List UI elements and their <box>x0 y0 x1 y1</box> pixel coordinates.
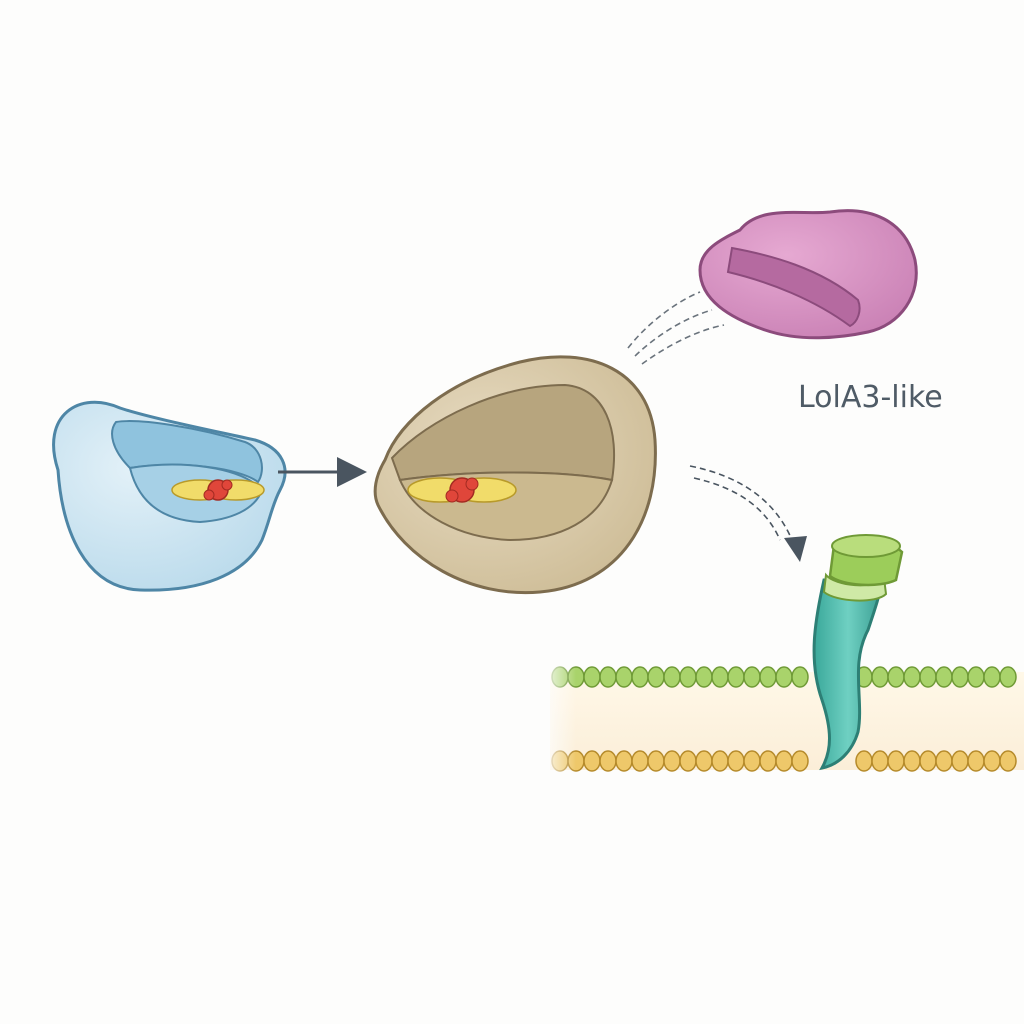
inner-lipid-head <box>935 750 953 772</box>
inner-lipid-head <box>743 750 761 772</box>
outer-lipid-head <box>935 666 953 688</box>
lipoprotein-cargo-tan <box>407 477 517 503</box>
outer-lipid-head <box>887 666 905 688</box>
blue-carrier-protein <box>52 400 287 592</box>
membrane-receptor <box>812 534 904 771</box>
bilayer-fade <box>540 650 740 790</box>
inner-lipid-head <box>871 750 889 772</box>
inner-lipid-head <box>791 750 809 772</box>
inner-lipid-head <box>967 750 985 772</box>
lipoprotein-cargo-blue <box>171 479 265 501</box>
outer-lipid-head <box>743 666 761 688</box>
inner-lipid-head <box>999 750 1017 772</box>
inner-lipid-head <box>983 750 1001 772</box>
inner-lipid-head <box>951 750 969 772</box>
outer-lipid-head <box>871 666 889 688</box>
motion-arrow-to-receptor <box>689 465 807 562</box>
outer-lipid-head <box>775 666 793 688</box>
membrane-bilayer <box>540 650 1024 790</box>
inner-lipid-head <box>919 750 937 772</box>
outer-lipid-head <box>919 666 937 688</box>
outer-lipid-head <box>951 666 969 688</box>
inner-lipid-head <box>775 750 793 772</box>
outer-lipid-head <box>983 666 1001 688</box>
inner-lipid-head <box>855 750 873 772</box>
outer-lipid-head <box>999 666 1017 688</box>
tan-carrier-protein <box>373 355 657 595</box>
pink-lola3-like-protein <box>698 209 918 340</box>
lola3-like-label: LolA3-like <box>798 380 943 415</box>
outer-lipid-head <box>759 666 777 688</box>
inner-lipid-head <box>903 750 921 772</box>
outer-lipid-head <box>967 666 985 688</box>
outer-lipid-head <box>791 666 809 688</box>
outer-lipid-head <box>903 666 921 688</box>
inner-lipid-head <box>759 750 777 772</box>
inner-lipid-head <box>887 750 905 772</box>
motion-lines-to-pink <box>627 291 725 365</box>
